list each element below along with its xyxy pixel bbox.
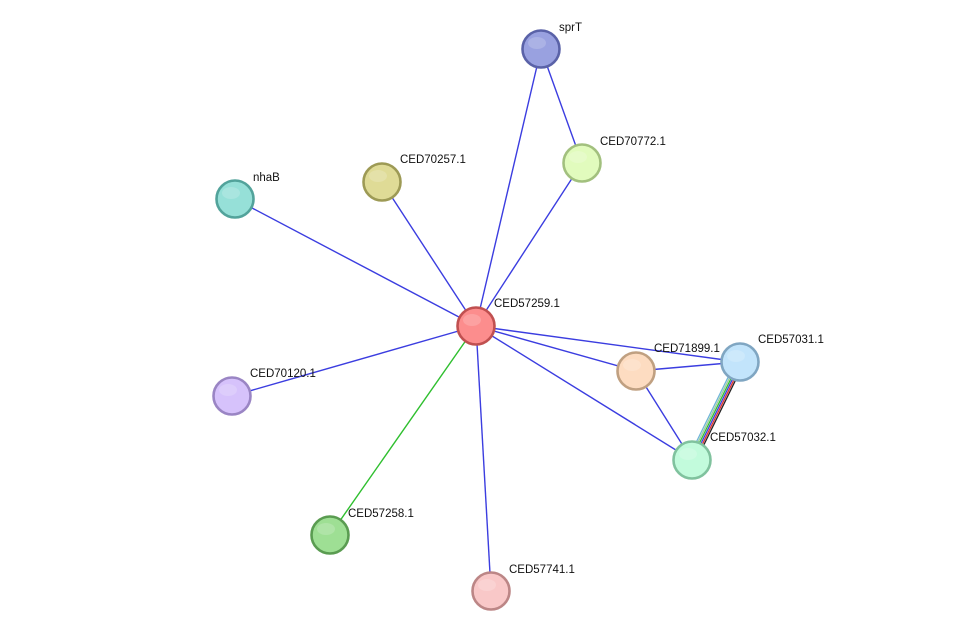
edge-CED57259.1-CED70120.1 [231,325,477,397]
node-CED57741.1[interactable]: CED57741.1 [471,564,575,611]
edge-CED57259.1-CED71899.1 [475,325,637,372]
node-highlight [317,523,335,535]
node-circle[interactable] [471,571,511,611]
node-highlight [222,187,240,199]
node-highlight [219,384,237,396]
node-label: CED70120.1 [250,368,316,380]
edge-line [231,325,477,397]
edge-line [475,325,637,372]
node-CED57032.1[interactable]: CED57032.1 [672,432,776,480]
node-highlight [528,37,546,49]
node-sprT[interactable]: sprT [521,22,583,69]
node-highlight [478,579,496,591]
edge-line [475,48,542,327]
edge-sprT-CED70772.1 [540,48,583,164]
node-circle[interactable] [212,376,252,416]
edge-CED57259.1-CED57258.1 [329,325,477,536]
edge-line [475,162,583,327]
edge-line [329,325,477,536]
node-highlight [569,151,587,163]
edge-line [475,325,693,461]
edge-line [540,48,583,164]
node-highlight [623,359,641,371]
node-CED57258.1[interactable]: CED57258.1 [310,508,414,555]
node-CED71899.1[interactable]: CED71899.1 [616,343,720,391]
node-label: CED57258.1 [348,508,414,520]
node-circle[interactable] [720,342,760,382]
node-circle[interactable] [562,143,602,183]
edge-CED57259.1-sprT [475,48,542,327]
node-highlight [463,314,481,326]
edge-CED57259.1-CED70257.1 [381,181,477,327]
node-label: CED70772.1 [600,136,666,148]
node-label: CED57032.1 [710,432,776,444]
edge-line [234,198,477,327]
node-CED57259.1[interactable]: CED57259.1 [456,298,560,346]
node-label: CED71899.1 [654,343,720,355]
node-CED57031.1[interactable]: CED57031.1 [720,334,824,382]
node-circle[interactable] [310,515,350,555]
edge-CED57259.1-CED70772.1 [475,162,583,327]
node-highlight [679,448,697,460]
edge-CED57259.1-CED57032.1 [475,325,693,461]
node-highlight [369,170,387,182]
node-label: CED57031.1 [758,334,824,346]
node-CED70257.1[interactable]: CED70257.1 [362,154,466,202]
edge-CED57259.1-CED57741.1 [475,325,492,592]
node-label: CED57741.1 [509,564,575,576]
edge-line [475,325,741,363]
node-circle[interactable] [616,351,656,391]
edge-CED57259.1-CED57031.1 [475,325,741,363]
node-label: CED57259.1 [494,298,560,310]
node-circle[interactable] [362,162,402,202]
node-nhaB[interactable]: nhaB [215,172,281,219]
node-circle[interactable] [672,440,712,480]
edge-line [475,325,492,592]
edge-CED57259.1-nhaB [234,198,477,327]
node-circle[interactable] [456,306,496,346]
node-label: CED70257.1 [400,154,466,166]
node-highlight [727,350,745,362]
node-CED70772.1[interactable]: CED70772.1 [562,136,666,183]
node-circle[interactable] [215,179,255,219]
node-CED70120.1[interactable]: CED70120.1 [212,368,316,416]
node-label: nhaB [253,172,280,184]
node-label: sprT [559,22,582,34]
node-circle[interactable] [521,29,561,69]
edge-line [381,181,477,327]
